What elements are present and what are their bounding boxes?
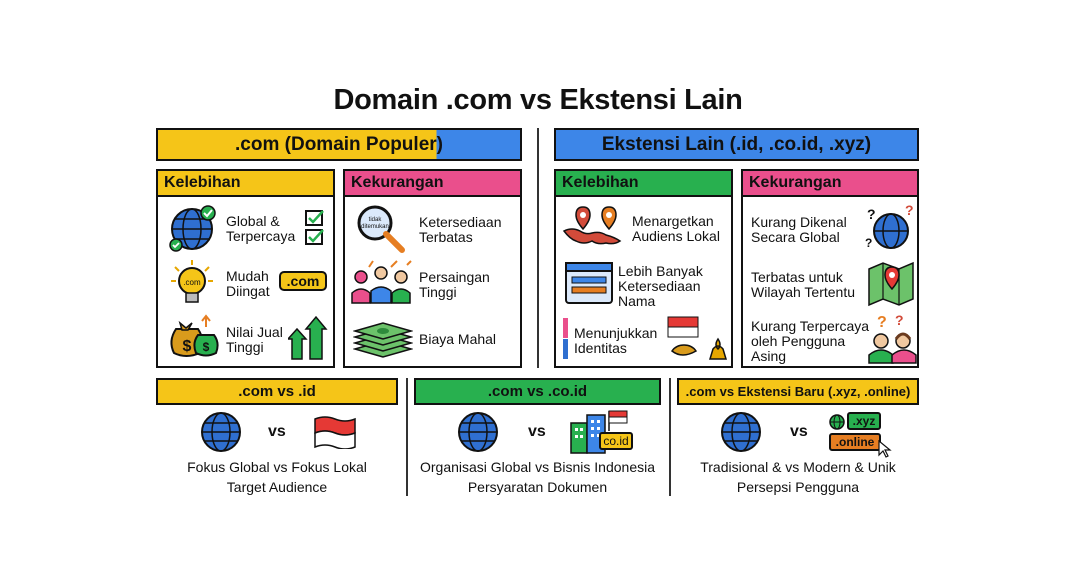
comparison-3-line1: Tradisional & vs Modern & Unik	[669, 458, 927, 476]
comparison-2-left-text: Organisasi Global	[419, 459, 532, 475]
comparison-1-line2: Target Audience	[226, 479, 328, 495]
comparison-1-line-vs: vs	[273, 459, 288, 475]
side-bar-icon	[563, 318, 568, 359]
left-pros-panel: Kelebihan Global & Terpercaya .com Mudah…	[156, 169, 335, 368]
left-cons-panel: Kekurangan tidak ditemukan Ketersediaan …	[343, 169, 522, 368]
svg-text:?: ?	[867, 206, 876, 222]
comparison-3-line-vs: vs	[785, 459, 800, 475]
right-pros-item-2: Lebih Banyak Ketersediaan Nama	[618, 263, 703, 309]
page-title: Domain .com vs Ekstensi Lain	[333, 84, 743, 116]
right-pros-panel: Kelebihan Menargetkan Audiens Lokal Lebi…	[554, 169, 733, 368]
coid-badge-label: co.id	[603, 434, 629, 448]
comparison-1-left-text: Fokus Global	[187, 459, 270, 475]
comparison-3-line2: Persepsi Pengguna	[736, 479, 860, 495]
center-divider	[537, 128, 539, 368]
left-cons-item-2: Persaingan Tinggi	[419, 269, 490, 300]
right-cons-panel: Kekurangan Kurang Dikenal Secara Global …	[741, 169, 919, 368]
right-pros-item-1: Menargetkan Audiens Lokal	[632, 213, 720, 244]
left-pros-item-2: Mudah Diingat	[226, 268, 270, 299]
coid-badge: co.id	[599, 432, 633, 450]
arrows-up-icon	[288, 315, 328, 360]
cash-stack-icon	[353, 322, 413, 358]
magnifier-icon: tidak ditemukan	[357, 205, 405, 253]
online-badge: .online	[829, 433, 881, 451]
online-badge-label: .online	[835, 435, 875, 449]
svg-text:?: ?	[905, 203, 914, 218]
globe-icon	[458, 412, 498, 452]
cursor-icon	[878, 440, 892, 458]
svg-text:.com: .com	[183, 278, 201, 287]
map-pin-icon	[562, 206, 622, 245]
checkbox-icon	[305, 210, 324, 245]
comparison-3-header-label: .com vs Ekstensi Baru (.xyz, .online)	[685, 384, 911, 399]
indonesia-flag-icon	[314, 416, 356, 449]
right-cons-item-1: Kurang Dikenal Secara Global	[751, 214, 847, 245]
left-pros-item-3: Nilai Jual Tinggi	[226, 324, 283, 355]
comparison-1-vs: vs	[268, 423, 286, 440]
comparison-2-line1: Organisasi Global vs Bisnis Indonesia	[406, 458, 669, 476]
comparison-1-header-label: .com vs .id	[238, 383, 316, 400]
dotcom-badge-label: .com	[286, 273, 320, 289]
globe-icon	[721, 412, 761, 452]
dotcom-badge: .com	[279, 271, 327, 291]
comparison-1-right-text: Fokus Lokal	[291, 459, 367, 475]
comparison-2-vs: vs	[528, 423, 546, 440]
left-cons-heading: Kekurangan	[345, 171, 520, 197]
comparison-3-header: .com vs Ekstensi Baru (.xyz, .online)	[677, 378, 919, 405]
comparison-2-line2: Persyaratan Dokumen	[467, 479, 608, 495]
money-bags-icon: $ $	[170, 314, 219, 357]
globe-question-icon: ? ? ?	[865, 203, 914, 250]
confused-people-icon: ? ?	[868, 313, 917, 364]
left-cons-item-1: Ketersediaan Terbatas	[419, 214, 502, 245]
comparison-1-line1: Fokus Global vs Fokus Lokal	[156, 458, 398, 476]
svg-text:?: ?	[865, 236, 872, 250]
left-pros-item-1: Global & Terpercaya	[226, 213, 296, 244]
right-pros-heading: Kelebihan	[556, 171, 731, 197]
right-header-label: Ekstensi Lain (.id, .co.id, .xyz)	[601, 133, 872, 155]
bottom-divider-2	[669, 378, 671, 496]
comparison-2-header: .com vs .co.id	[414, 378, 661, 405]
comparison-2-line-vs: vs	[535, 459, 550, 475]
svg-text:tidak: tidak	[369, 217, 383, 223]
right-cons-item-3: Kurang Terpercaya oleh Pengguna Asing	[751, 318, 870, 364]
bottom-divider-1	[406, 378, 408, 496]
left-pros-heading: Kelebihan	[158, 171, 333, 197]
svg-text:?: ?	[895, 313, 904, 328]
comparison-2-header-label: .com vs .co.id	[487, 383, 588, 400]
comparison-3-vs: vs	[790, 423, 808, 440]
right-cons-item-2: Terbatas untuk Wilayah Tertentu	[751, 269, 856, 300]
right-pros-item-3: Menunjukkan Identitas	[574, 325, 658, 356]
left-header: .com (Domain Populer)	[156, 128, 522, 161]
indonesia-flag-icon	[667, 316, 728, 360]
svg-text:ditemukan: ditemukan	[361, 224, 389, 230]
lightbulb-icon: .com	[171, 260, 213, 303]
comparison-3-right-text: Modern & Unik	[803, 459, 896, 475]
xyz-badge-label: .xyz	[852, 414, 876, 428]
comparison-3-left-text: Tradisional &	[700, 459, 782, 475]
right-header: Ekstensi Lain (.id, .co.id, .xyz)	[554, 128, 919, 161]
globe-icon	[201, 412, 241, 452]
comparison-1-header: .com vs .id	[156, 378, 398, 405]
left-header-label: .com (Domain Populer)	[235, 133, 443, 155]
crowd-icon	[351, 260, 412, 304]
comparison-2-right-text: Bisnis Indonesia	[553, 459, 655, 475]
svg-text:?: ?	[877, 314, 887, 331]
browser-window-icon	[565, 262, 613, 304]
globe-check-icon	[169, 205, 216, 252]
left-cons-item-3: Biaya Mahal	[419, 331, 497, 347]
small-globe-icon	[829, 414, 845, 430]
xyz-badge: .xyz	[847, 412, 881, 430]
svg-text:$: $	[183, 338, 192, 355]
svg-text:$: $	[203, 340, 210, 354]
folded-map-icon	[868, 261, 914, 307]
right-cons-heading: Kekurangan	[743, 171, 917, 197]
